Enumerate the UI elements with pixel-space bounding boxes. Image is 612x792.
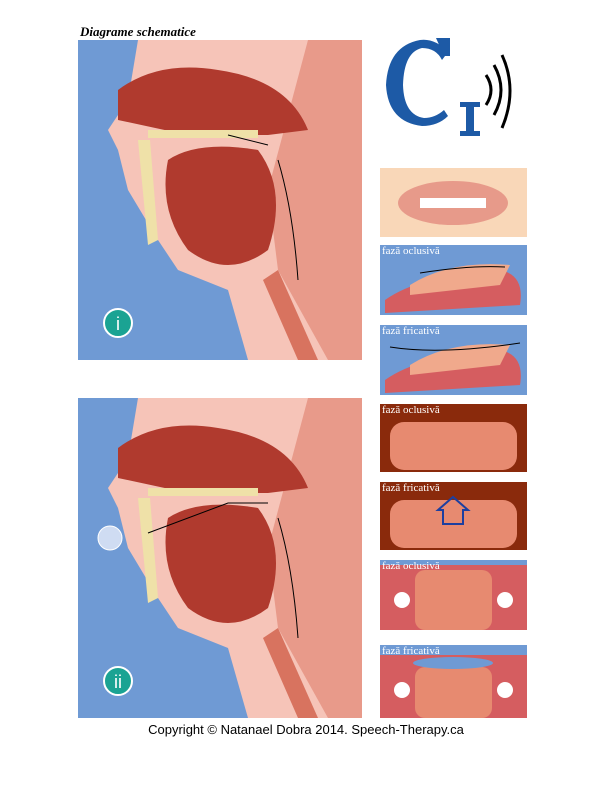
tile-label: fază fricativă	[382, 325, 440, 337]
sagittal-diagram-occlusive: i	[78, 40, 362, 360]
tile-teeth-occlusive: fază oclusivă	[380, 245, 527, 315]
page-title: Diagrame schematice	[80, 24, 196, 39]
tile-lips	[380, 168, 527, 237]
sagittal-diagram-fricative: ii	[78, 398, 362, 718]
tile-teeth-fricative: fază fricativă	[380, 325, 527, 395]
tile-label: fază fricativă	[382, 645, 440, 657]
copyright: Copyright © Natanael Dobra 2014. Speech-…	[148, 722, 464, 737]
logo	[380, 30, 520, 140]
tile-label: fază oclusivă	[382, 560, 440, 572]
tile-label: fază fricativă	[382, 482, 440, 494]
tile-label: fază oclusivă	[382, 245, 440, 257]
tile-palate-fricative: fază fricativă	[380, 645, 527, 718]
tile-label: fază oclusivă	[382, 404, 440, 416]
tile-tongue-occlusive: fază oclusivă	[380, 404, 527, 472]
panel-numeral: i	[116, 314, 120, 334]
tile-palate-occlusive: fază oclusivă	[380, 560, 527, 630]
tile-tongue-fricative: fază fricativă	[380, 482, 527, 550]
panel-numeral: ii	[114, 672, 122, 692]
